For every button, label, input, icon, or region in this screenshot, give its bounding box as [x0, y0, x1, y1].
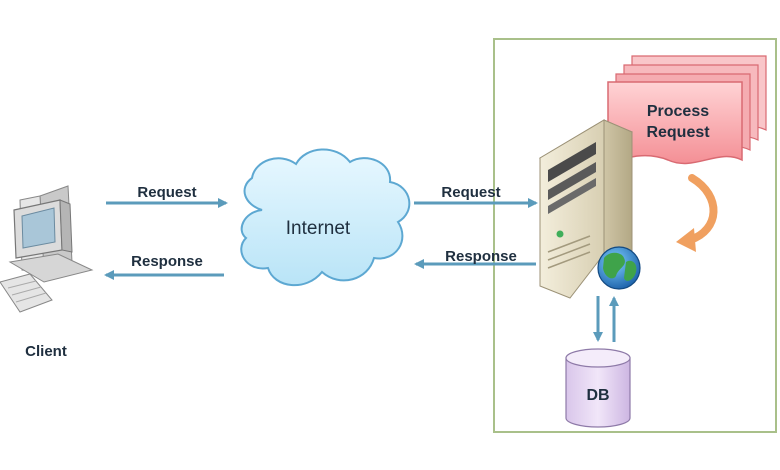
server-request-label: Request [441, 184, 500, 201]
server-response-label: Response [445, 248, 517, 265]
process-label-line1: Process [647, 103, 709, 120]
document-stack-icon [607, 55, 767, 166]
internet-label: Internet [286, 218, 351, 239]
client-label: Client [25, 343, 67, 360]
database-icon [565, 348, 631, 428]
client-request-label: Request [137, 184, 196, 201]
cycle-arrow-icon [676, 174, 718, 252]
computer-icon [0, 185, 94, 313]
db-label: DB [586, 387, 609, 404]
cloud-icon [240, 148, 411, 287]
client-response-label: Response [131, 253, 203, 270]
process-label-line2: Request [646, 124, 710, 141]
server-tower-icon [538, 119, 634, 299]
globe-icon [597, 246, 641, 290]
server-frame [493, 38, 777, 433]
